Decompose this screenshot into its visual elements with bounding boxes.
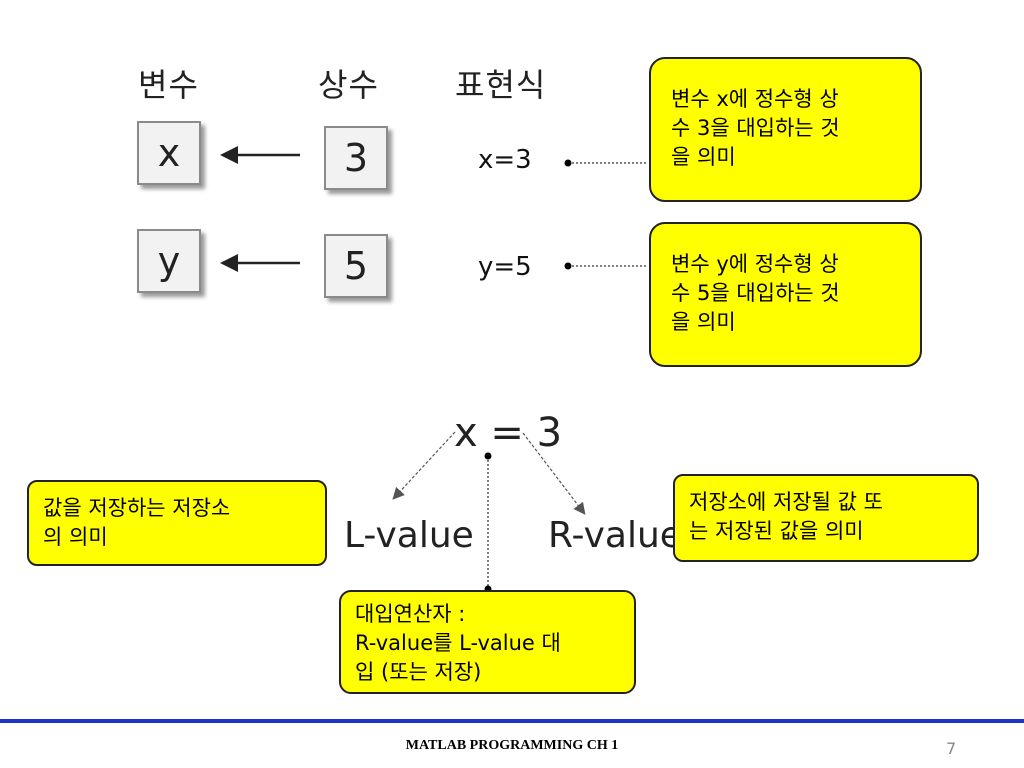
callout-operator-line2: R-value를 L-value 대 bbox=[355, 631, 561, 655]
arrow-to-lvalue bbox=[392, 431, 456, 500]
callout-row1: 변수 x에 정수형 상 수 3을 대입하는 것 을 의미 bbox=[649, 57, 922, 202]
callout-lvalue: 값을 저장하는 저장소 의 의미 bbox=[27, 480, 327, 566]
callout-row2-line3: 을 의미 bbox=[671, 310, 736, 334]
header-variable: 변수 bbox=[138, 66, 199, 104]
connector-operator bbox=[484, 452, 492, 593]
callout-row2-line1: 변수 y에 정수형 상 bbox=[671, 252, 839, 276]
callout-operator-line3: 입 (또는 저장) bbox=[355, 660, 482, 684]
callout-lvalue-line2: 의 의미 bbox=[43, 525, 108, 549]
arrow-to-x bbox=[220, 146, 300, 164]
callout-lvalue-line1: 값을 저장하는 저장소 bbox=[43, 496, 231, 520]
callout-operator: 대입연산자 : R-value를 L-value 대 입 (또는 저장) bbox=[339, 590, 636, 694]
callout-rvalue: 저장소에 저장될 값 또 는 저장된 값을 의미 bbox=[673, 474, 979, 562]
connector-row2 bbox=[564, 262, 648, 270]
header-expression: 표현식 bbox=[455, 66, 547, 104]
callout-operator-line1: 대입연산자 : bbox=[355, 602, 466, 626]
callout-row2-line2: 수 5을 대입하는 것 bbox=[671, 281, 840, 305]
callout-rvalue-line2: 는 저장된 값을 의미 bbox=[689, 519, 864, 543]
arrow-to-y bbox=[220, 254, 300, 272]
variable-box-x: x bbox=[137, 121, 201, 185]
assignment-expression: x = 3 bbox=[454, 410, 563, 456]
constant-box-5: 5 bbox=[324, 234, 388, 298]
arrow-to-rvalue bbox=[522, 432, 586, 515]
header-constant: 상수 bbox=[318, 66, 379, 104]
connector-row1 bbox=[564, 159, 648, 167]
expression-row2: y=5 bbox=[478, 252, 532, 282]
callout-row1-line2: 수 3을 대입하는 것 bbox=[671, 116, 840, 140]
page-number: 7 bbox=[946, 739, 957, 758]
callout-rvalue-line1: 저장소에 저장될 값 또 bbox=[689, 490, 883, 514]
rvalue-label: R-value bbox=[548, 515, 682, 556]
constant-box-3: 3 bbox=[324, 126, 388, 190]
footer-divider bbox=[0, 719, 1024, 723]
lvalue-label: L-value bbox=[344, 515, 474, 556]
callout-row1-line1: 변수 x에 정수형 상 bbox=[671, 87, 839, 111]
variable-box-y: y bbox=[137, 229, 201, 293]
expression-row1: x=3 bbox=[478, 145, 532, 175]
callout-row1-line3: 을 의미 bbox=[671, 145, 736, 169]
callout-row2: 변수 y에 정수형 상 수 5을 대입하는 것 을 의미 bbox=[649, 222, 922, 367]
footer-title: MATLAB PROGRAMMING CH 1 bbox=[405, 738, 619, 753]
